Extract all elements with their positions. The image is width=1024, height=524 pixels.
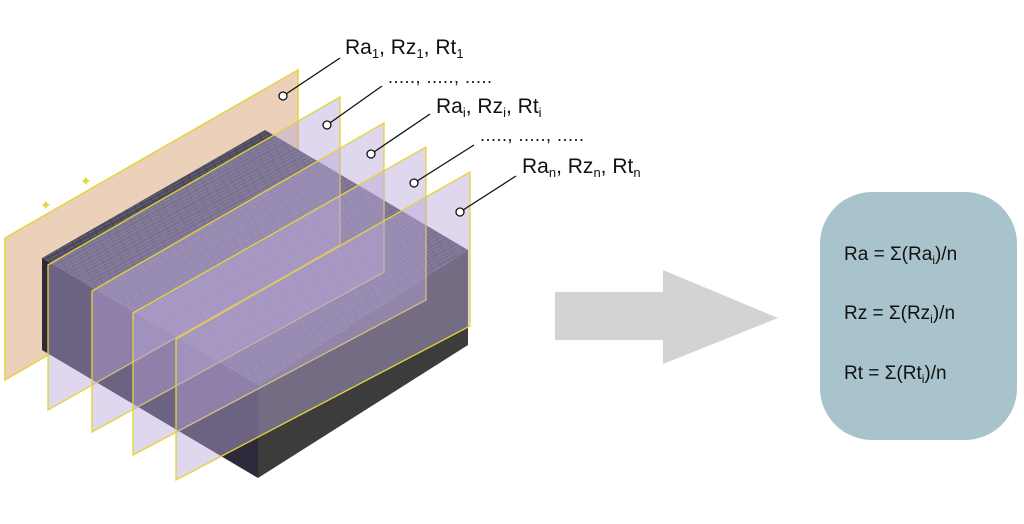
section-plane-3 [91, 121, 385, 434]
ra-text: Ra [522, 155, 549, 178]
rt-text: Rt [435, 36, 457, 59]
label-middle-section: Rai, Rzi, Rti [436, 95, 542, 120]
label-first-section: Ra1, Rz1, Rt1 [345, 36, 464, 61]
leader-line-middle [366, 113, 431, 159]
leader-line-2 [322, 85, 383, 130]
subscript: i [503, 105, 506, 120]
subscript: 1 [416, 46, 424, 61]
section-plane-4 [132, 145, 427, 457]
block-top-surface [42, 130, 468, 385]
formula-rz: Rz = Σ(Rzi)/n [844, 303, 956, 326]
section-plane-2 [47, 95, 341, 412]
leader-line-4 [409, 144, 475, 188]
formula-rt: Rt = Σ(Rti)/n [844, 363, 947, 386]
block-front-face [42, 258, 258, 478]
formula-lhs: Ra = Σ(Ra [844, 244, 933, 265]
formula-rhs: )/n [924, 363, 947, 384]
ellipsis-row-2: ....., ....., ..... [480, 125, 585, 145]
block-right-face [258, 250, 468, 478]
subscript: n [633, 165, 641, 180]
subscript: n [548, 165, 557, 180]
formula-lhs: Rt = Σ(Rt [844, 363, 922, 384]
rt-text: Rt [517, 95, 539, 118]
leader-line-first [278, 57, 341, 101]
formula-subscript: i [932, 253, 935, 267]
plane-marker-star: ✦ [80, 173, 92, 189]
ra-text: Ra [436, 95, 463, 118]
separator: , [556, 155, 568, 178]
right-arrow-icon [555, 270, 778, 364]
plane-marker-star: ✦ [40, 197, 52, 213]
formula-lhs: Rz = Σ(Rz [844, 303, 931, 324]
separator: , [423, 36, 436, 59]
formula-rhs: )/n [932, 303, 956, 324]
formula-subscript: i [921, 372, 925, 386]
formula-ra: Ra = Σ(Rai)/n [844, 244, 958, 267]
subscript: i [538, 105, 542, 120]
section-plane-5 [175, 170, 471, 482]
separator: , [379, 36, 391, 59]
ra-text: Ra [345, 36, 372, 59]
separator: , [600, 155, 613, 178]
separator: , [505, 95, 518, 118]
formula-subscript: i [930, 312, 933, 326]
label-last-section: Ran, Rzn, Rtn [522, 155, 641, 180]
leader-line-last [455, 175, 517, 217]
result-box: Ra = Σ(Rai)/n Rz = Σ(Rzi)/n Rt = Σ(Rti)/… [820, 192, 1017, 440]
subscript: i [462, 105, 466, 120]
rz-text: Rz [390, 36, 417, 59]
subscript: n [593, 165, 601, 180]
subscript: 1 [456, 46, 464, 61]
formula-rhs: )/n [934, 244, 958, 265]
rz-text: Rz [567, 155, 594, 178]
separator: , [465, 95, 478, 118]
subscript: 1 [371, 46, 380, 61]
rz-text: Rz [477, 95, 504, 118]
ellipsis-row-1: ....., ....., ..... [388, 67, 493, 87]
rt-text: Rt [612, 155, 634, 178]
